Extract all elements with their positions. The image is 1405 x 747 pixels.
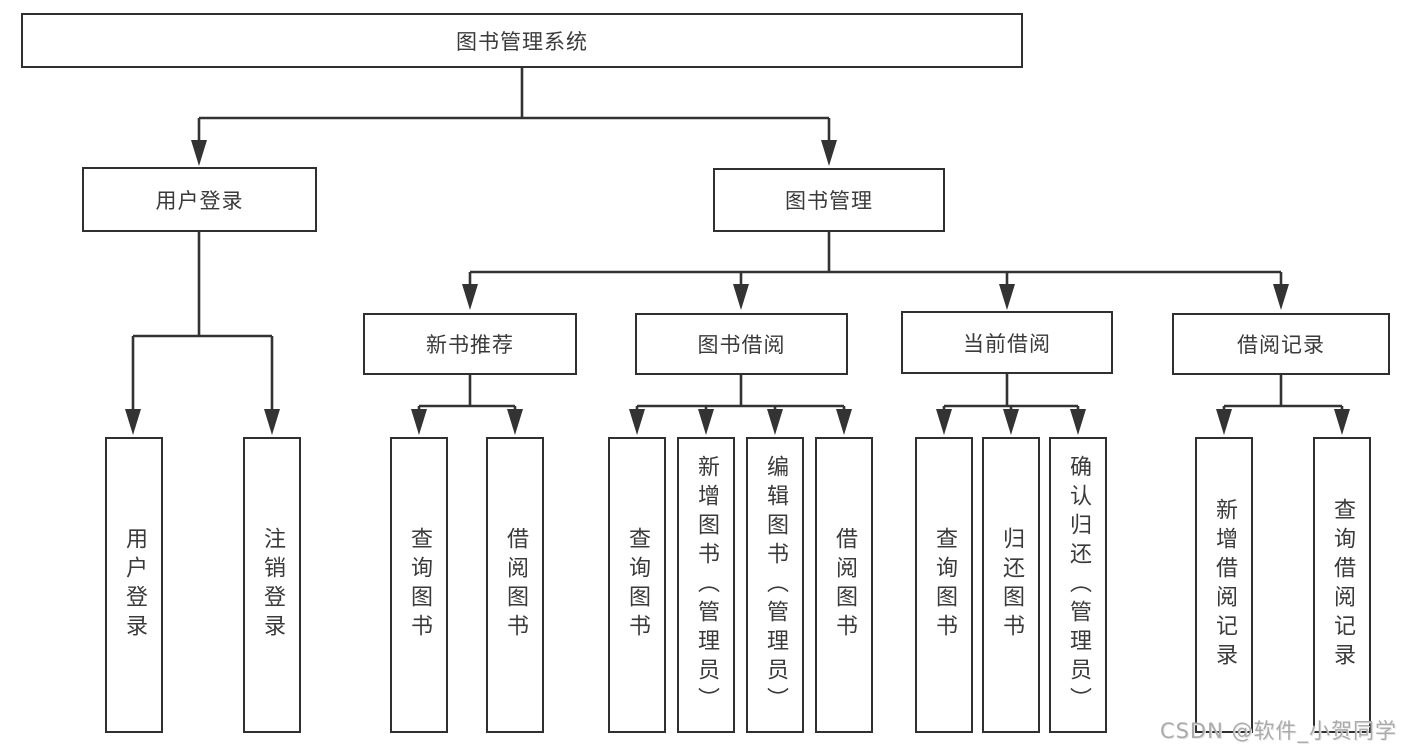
node-book-borrowing: 图书借阅	[635, 313, 848, 375]
node-leaf-user-login: 用户登录	[105, 437, 163, 733]
node-label: 用户登录	[122, 527, 147, 643]
node-label: 图书管理	[785, 189, 873, 213]
csdn-watermark: CSDN @软件_小贺同学	[1159, 719, 1397, 743]
arrowhead	[767, 409, 783, 435]
node-label: 查询图书	[932, 527, 957, 643]
arrowhead	[1216, 409, 1232, 435]
node-leaf-add-borrow-record: 新增借阅记录	[1195, 437, 1253, 733]
node-leaf-confirm-return-admin: 确认归还（管理员）	[1049, 437, 1107, 733]
node-label: 确认归还（管理员）	[1066, 454, 1091, 716]
node-label: 新增图书（管理员）	[694, 454, 719, 716]
arrowhead	[999, 284, 1015, 310]
node-leaf-logout: 注销登录	[243, 437, 301, 733]
node-label: 注销登录	[260, 527, 285, 643]
arrowhead	[462, 284, 478, 310]
node-root-system: 图书管理系统	[21, 13, 1023, 68]
edge-book-borrow-to-leaves	[629, 375, 852, 435]
node-label: 查询借阅记录	[1330, 498, 1355, 672]
node-label: 查询图书	[625, 527, 650, 643]
node-leaf-query-books-current: 查询图书	[915, 437, 973, 733]
edge-book-mgmt-to-level3	[462, 232, 1289, 310]
node-leaf-edit-book-admin: 编辑图书（管理员）	[746, 437, 804, 733]
edge-borrow-records-to-leaves	[1216, 375, 1350, 435]
node-leaf-borrow-books-borrowing: 借阅图书	[815, 437, 873, 733]
node-label: 用户登录	[155, 188, 244, 213]
arrowhead	[629, 409, 645, 435]
node-book-management: 图书管理	[713, 168, 945, 232]
node-label: 当前借阅	[963, 331, 1051, 356]
node-label: 编辑图书（管理员）	[763, 454, 788, 716]
arrowhead	[1334, 409, 1350, 435]
node-new-book-recommendation: 新书推荐	[363, 313, 577, 375]
node-label: 借阅图书	[832, 527, 857, 643]
edge-new-book-rec-to-leaves	[411, 375, 523, 435]
node-label: 查询图书	[407, 527, 432, 643]
arrowhead	[1070, 409, 1086, 435]
node-label: 借阅记录	[1237, 333, 1325, 357]
node-leaf-query-books-recommend: 查询图书	[390, 437, 448, 733]
node-label: 图书管理系统	[456, 29, 588, 54]
arrowhead	[836, 409, 852, 435]
edge-current-borrow-to-leaves	[936, 374, 1086, 435]
node-leaf-borrow-books-recommend: 借阅图书	[486, 437, 544, 733]
node-label: 归还图书	[999, 527, 1024, 643]
node-label: 新增借阅记录	[1212, 498, 1237, 672]
edge-root-to-level2	[191, 68, 837, 166]
arrowhead	[191, 140, 207, 166]
arrowhead	[698, 409, 714, 435]
node-leaf-return-book: 归还图书	[982, 437, 1040, 733]
node-borrowing-records: 借阅记录	[1172, 313, 1390, 375]
node-leaf-add-book-admin: 新增图书（管理员）	[677, 437, 735, 733]
arrowhead	[411, 409, 427, 435]
node-label: 图书借阅	[697, 333, 786, 357]
edge-user-login-to-leaves	[125, 232, 280, 435]
arrowhead	[821, 140, 837, 166]
arrowhead	[1273, 284, 1289, 310]
arrowhead	[1003, 409, 1019, 435]
arrowhead	[125, 409, 141, 435]
node-current-borrowing: 当前借阅	[901, 311, 1113, 374]
arrowhead	[264, 409, 280, 435]
arrowhead	[507, 409, 523, 435]
node-leaf-query-borrow-record: 查询借阅记录	[1313, 437, 1371, 733]
arrowhead	[733, 284, 749, 310]
node-user-login: 用户登录	[82, 167, 317, 232]
node-label: 新书推荐	[426, 333, 514, 357]
node-leaf-query-books-borrowing: 查询图书	[608, 437, 666, 733]
node-label: 借阅图书	[503, 527, 528, 643]
arrowhead	[936, 409, 952, 435]
